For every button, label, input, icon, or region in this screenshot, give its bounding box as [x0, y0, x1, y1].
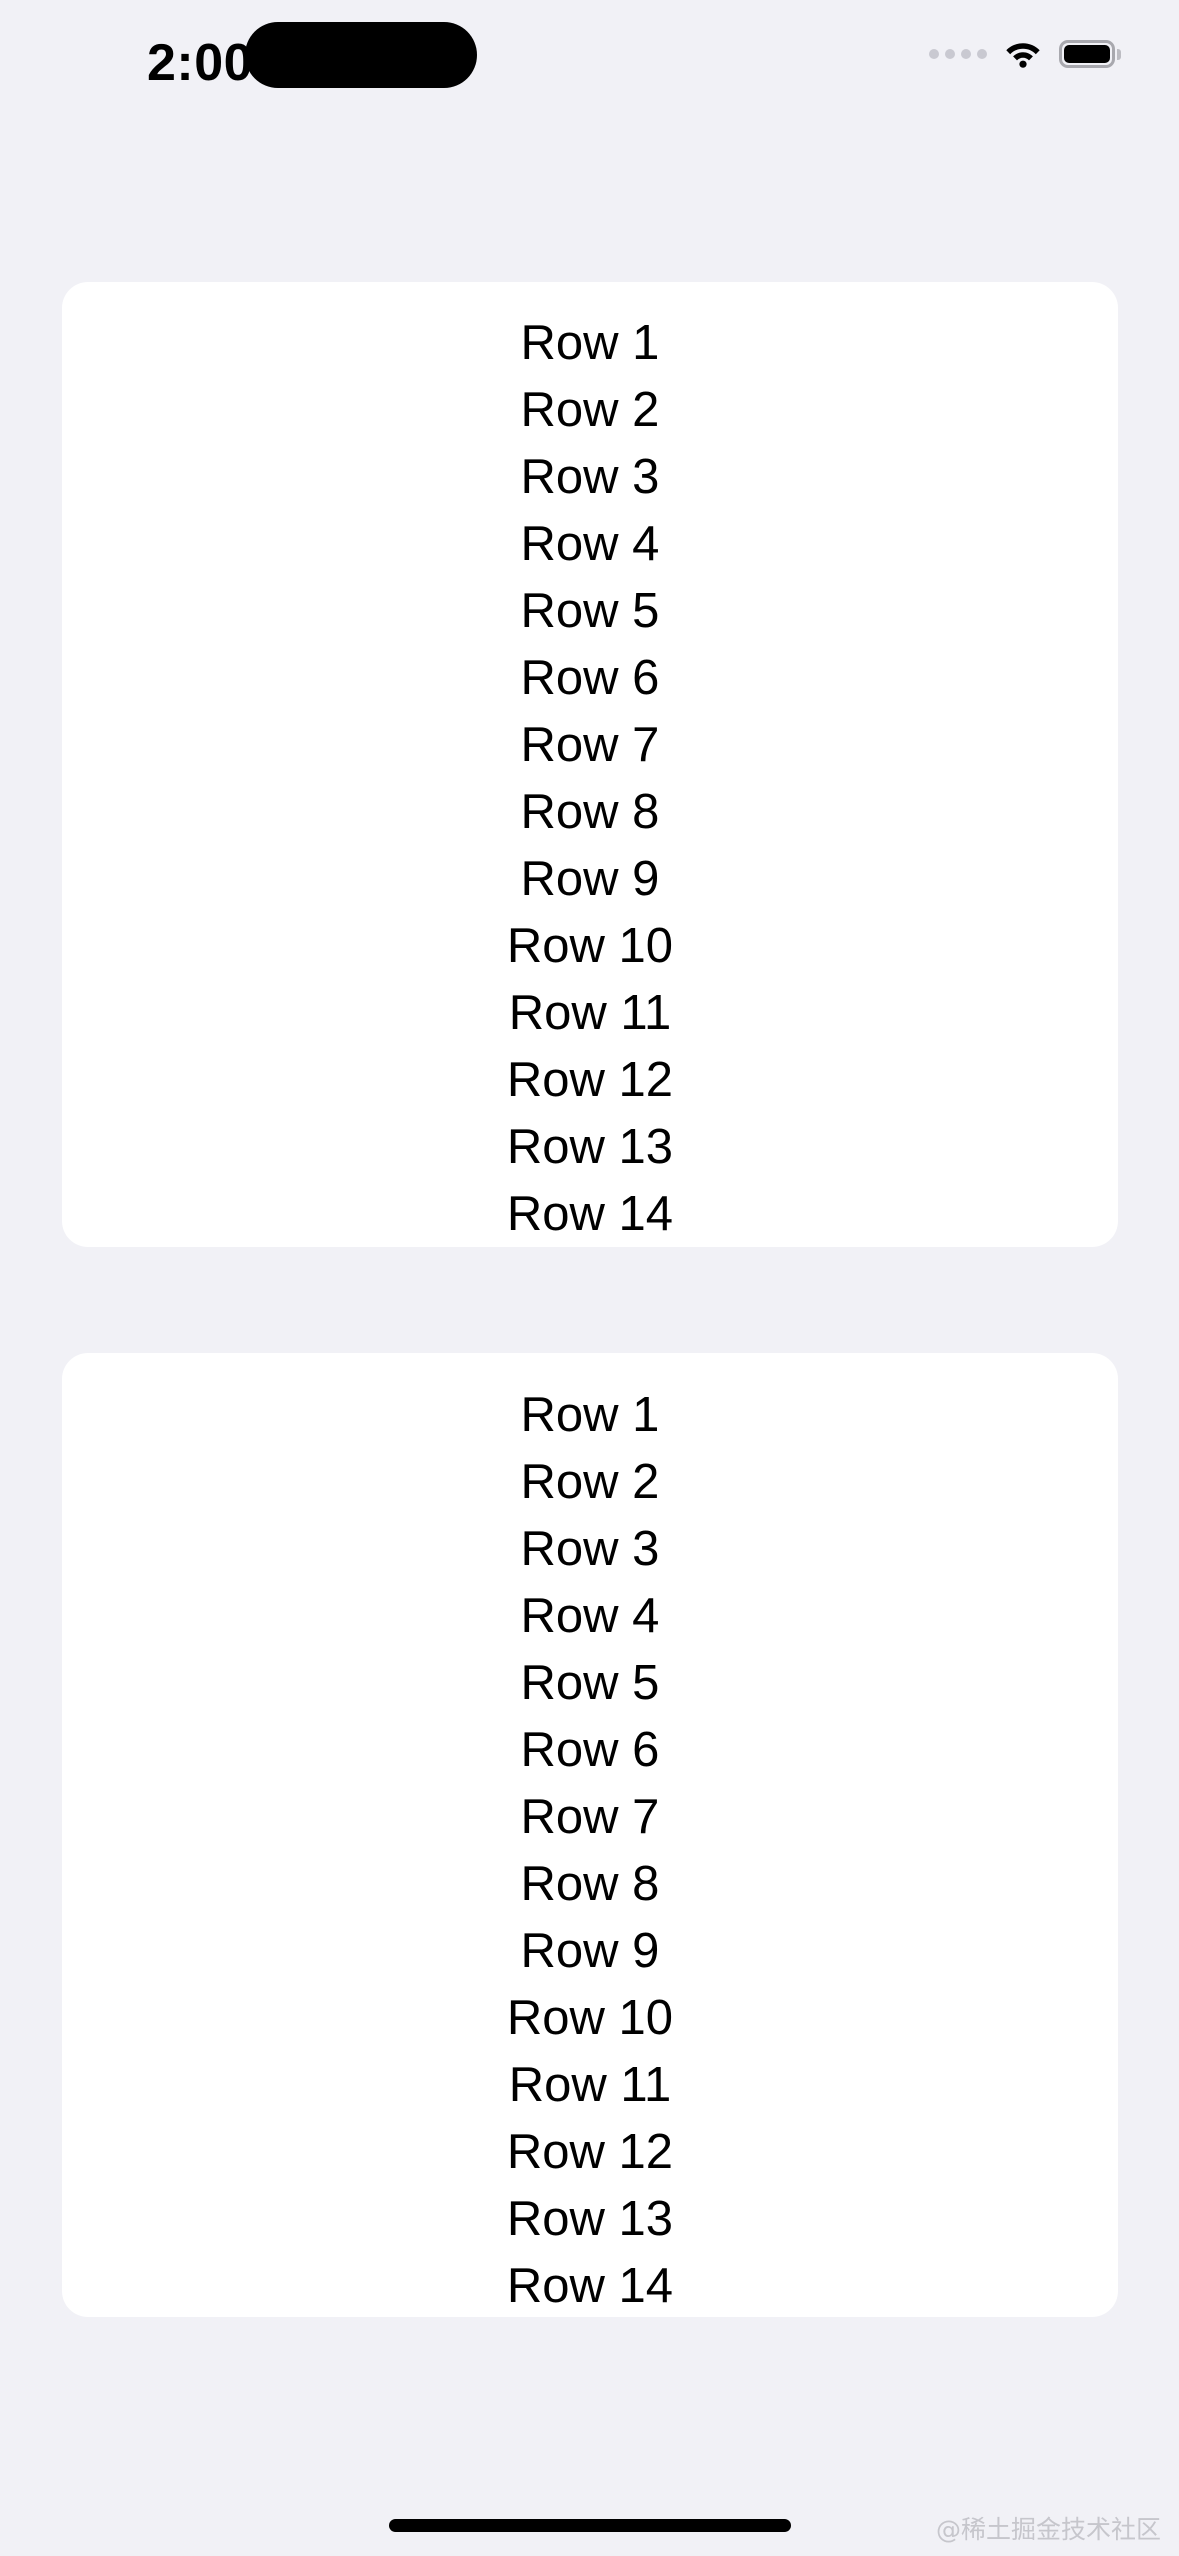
- list-item[interactable]: Row 7: [520, 1790, 660, 1844]
- list-item[interactable]: Row 3: [520, 1522, 660, 1576]
- cellular-signal-icon: [929, 49, 987, 59]
- list-item[interactable]: Row 5: [520, 584, 660, 638]
- battery-icon: [1059, 40, 1121, 68]
- wifi-icon: [1006, 43, 1040, 68]
- list-item[interactable]: Row 7: [520, 718, 660, 772]
- signal-dot: [929, 49, 939, 59]
- status-indicators: [929, 40, 1121, 68]
- list-item[interactable]: Row 1: [520, 1388, 660, 1442]
- status-bar: 2:00: [0, 0, 1179, 150]
- list-item[interactable]: Row 9: [520, 1924, 660, 1978]
- list-item[interactable]: Row 13: [506, 1120, 674, 1174]
- list-item[interactable]: Row 1: [520, 316, 660, 370]
- list-item[interactable]: Row 10: [506, 919, 674, 973]
- list-item[interactable]: Row 2: [520, 1455, 660, 1509]
- signal-dot: [945, 49, 955, 59]
- list-item[interactable]: Row 4: [520, 517, 660, 571]
- status-time: 2:00: [146, 34, 254, 92]
- signal-dot: [961, 49, 971, 59]
- list-item[interactable]: Row 11: [508, 986, 672, 1040]
- scroll-card-2[interactable]: Row 1 Row 2 Row 3 Row 4 Row 5 Row 6 Row …: [62, 1353, 1118, 2317]
- signal-dot: [977, 49, 987, 59]
- list-item[interactable]: Row 4: [520, 1589, 660, 1643]
- list-item[interactable]: Row 11: [508, 2058, 672, 2112]
- scroll-card-1[interactable]: Row 1 Row 2 Row 3 Row 4 Row 5 Row 6 Row …: [62, 282, 1118, 1247]
- list-item[interactable]: Row 8: [520, 1857, 660, 1911]
- list-item[interactable]: Row 12: [506, 2125, 674, 2179]
- list-item[interactable]: Row 6: [520, 1723, 660, 1777]
- list-item[interactable]: Row 10: [506, 1991, 674, 2045]
- list-item[interactable]: Row 12: [506, 1053, 674, 1107]
- list-item[interactable]: Row 14: [506, 2259, 674, 2313]
- list-item[interactable]: Row 9: [520, 852, 660, 906]
- dynamic-island: [245, 22, 477, 88]
- list-item[interactable]: Row 14: [506, 1187, 674, 1241]
- list-item[interactable]: Row 2: [520, 383, 660, 437]
- battery-cap: [1117, 48, 1121, 60]
- list-item[interactable]: Row 13: [506, 2192, 674, 2246]
- list-item[interactable]: Row 5: [520, 1656, 660, 1710]
- battery-body: [1059, 40, 1115, 68]
- row-list-2[interactable]: Row 1 Row 2 Row 3 Row 4 Row 5 Row 6 Row …: [62, 1353, 1118, 2317]
- watermark: @稀土掘金技术社区: [935, 2515, 1161, 2544]
- list-item[interactable]: Row 6: [520, 651, 660, 705]
- list-item[interactable]: Row 8: [520, 785, 660, 839]
- list-item[interactable]: Row 3: [520, 450, 660, 504]
- home-indicator[interactable]: [388, 2519, 791, 2532]
- battery-fill: [1064, 45, 1110, 63]
- row-list-1[interactable]: Row 1 Row 2 Row 3 Row 4 Row 5 Row 6 Row …: [62, 282, 1118, 1247]
